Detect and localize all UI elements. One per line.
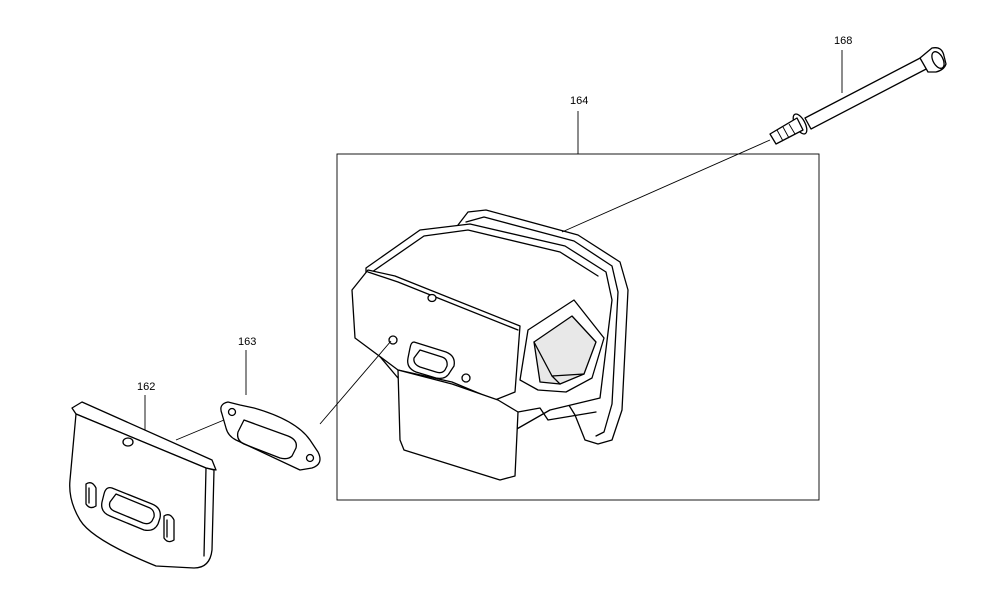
bolt: 168 [561,35,947,233]
gasket: 163 [175,336,392,471]
callout-163: 163 [238,336,256,348]
callout-164: 164 [570,95,588,107]
callout-162-text: 162 [137,381,155,393]
muffler-group: 164 [336,95,820,501]
cover-plate: 162 [69,381,217,569]
callout-168: 168 [834,35,852,47]
muffler-body [351,209,629,481]
